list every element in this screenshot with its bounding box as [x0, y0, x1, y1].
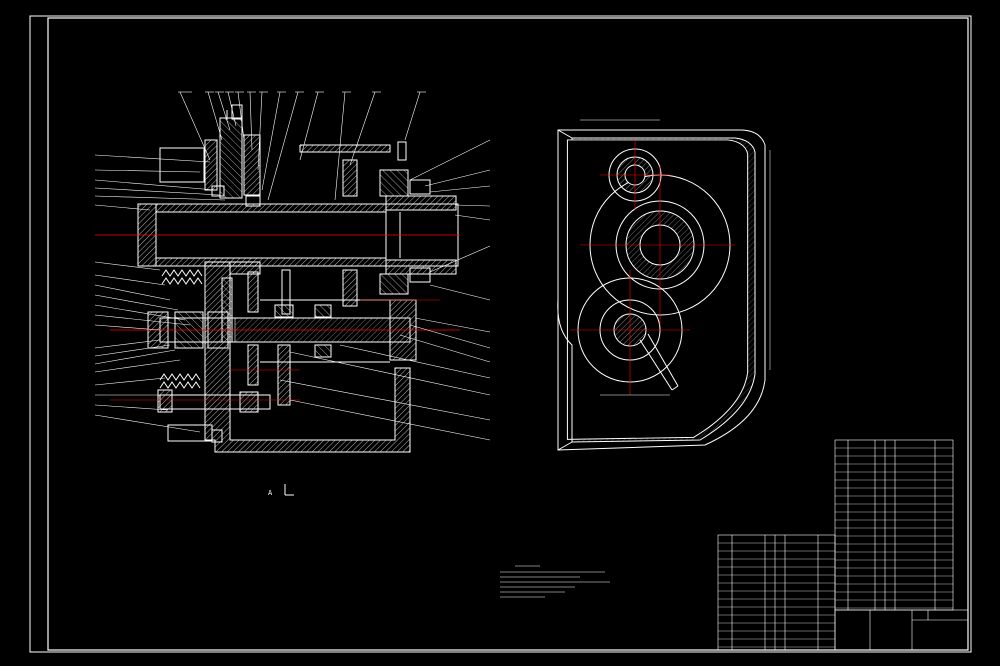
bom-rows	[718, 447, 953, 648]
view-label: A	[268, 489, 273, 497]
leader-lines-top	[178, 91, 426, 201]
inner-frame	[47, 17, 969, 651]
bill-of-materials	[717, 439, 969, 651]
view-marker	[284, 484, 294, 496]
leader-lines-right	[279, 139, 491, 441]
technical-notes	[500, 565, 610, 598]
outer-frame	[29, 15, 972, 653]
section-view	[95, 104, 460, 453]
side-view	[557, 119, 771, 451]
leader-lines-left	[94, 154, 226, 433]
